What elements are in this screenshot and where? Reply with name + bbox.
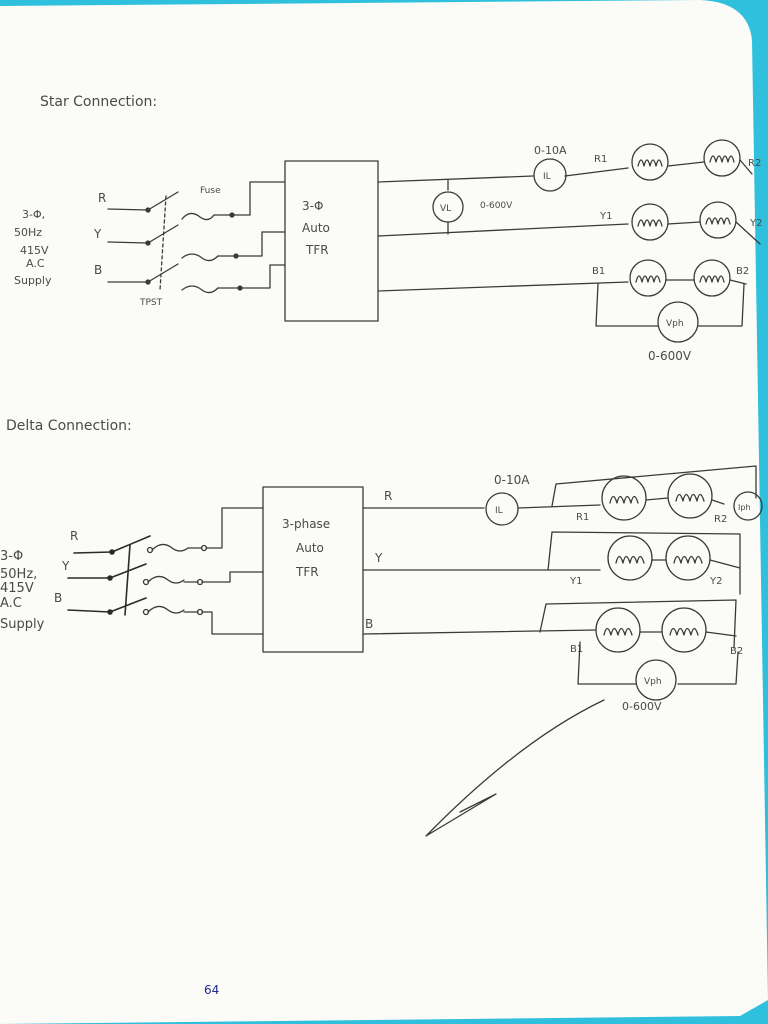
star-heading: Star Connection: — [40, 94, 157, 110]
delta-lamp-bank — [539, 465, 757, 653]
delta-load-r1: R1 — [576, 512, 589, 523]
delta-output-lines — [362, 504, 601, 635]
delta-supply-line-4: A.C — [0, 596, 22, 611]
delta-phase-voltmeter-loop — [577, 641, 739, 701]
delta-phase-labels: R Y B — [54, 529, 78, 605]
star-load-r2: R2 — [748, 158, 761, 169]
star-load-r1: R1 — [594, 154, 607, 165]
delta-supply-line-2: 50Hz, — [0, 567, 37, 582]
star-tpst-switch — [107, 191, 179, 291]
delta-tfr-line-1: 3-phase — [282, 517, 330, 531]
delta-supply-label: 3-Φ 50Hz, 415V A.C Supply — [0, 549, 45, 632]
star-supply-line-1: 3-Φ, — [22, 208, 45, 221]
delta-load-y1: Y1 — [569, 576, 582, 587]
delta-load-b1: B1 — [570, 644, 583, 655]
star-load-b1: B1 — [592, 266, 605, 277]
star-phase-labels: R Y B — [93, 191, 106, 277]
star-auto-transformer — [284, 160, 379, 322]
delta-ammeter-symbol: IL — [495, 506, 503, 516]
star-ammeter-range: 0-10A — [534, 144, 567, 157]
delta-out-r: R — [384, 489, 392, 503]
star-ammeter-symbol: IL — [543, 172, 551, 182]
delta-load-r2: R2 — [714, 514, 727, 525]
star-tfr-line-2: Auto — [302, 221, 330, 235]
delta-load-b2: B2 — [730, 646, 743, 657]
star-leads — [231, 181, 286, 289]
star-load-end-labels: R2 Y2 B2 — [736, 158, 762, 277]
star-phase-y: Y — [93, 227, 102, 241]
delta-ammeter-range: 0-10A — [494, 473, 530, 487]
delta-phase-r: R — [70, 529, 78, 543]
star-supply-line-5: Supply — [14, 274, 52, 287]
star-load-y1: Y1 — [599, 211, 612, 222]
star-transformer-label: 3-Φ Auto TFR — [302, 199, 330, 257]
star-lamp-bank — [629, 139, 761, 297]
delta-load-end-labels: R2 Y2 B2 — [709, 514, 743, 657]
delta-leads — [201, 507, 264, 635]
star-supply-line-2: 50Hz — [14, 226, 42, 239]
delta-transformer-label: 3-phase Auto TFR — [282, 517, 330, 579]
star-fuse-label: Fuse — [200, 186, 221, 196]
delta-out-b: B — [365, 617, 373, 631]
delta-ammeter: IL — [485, 492, 519, 526]
delta-supply-line-1: 3-Φ — [0, 549, 23, 564]
star-load-start-labels: R1 Y1 B1 — [592, 154, 612, 277]
star-phase-voltmeter-symbol: Vph — [666, 319, 684, 329]
delta-phase-ammeter: Iph — [733, 491, 763, 521]
star-phase-voltmeter-loop — [595, 283, 745, 343]
star-load-b2: B2 — [736, 266, 749, 277]
star-tfr-line-3: TFR — [305, 243, 329, 257]
star-tpst-label: TPST — [139, 298, 163, 308]
star-supply-line-3: 415V — [20, 244, 49, 257]
delta-phase-ammeter-symbol: Iph — [738, 503, 751, 512]
delta-out-y: Y — [374, 551, 383, 565]
delta-phase-voltmeter-symbol: Vph — [644, 677, 662, 687]
star-load-y2: Y2 — [749, 218, 762, 229]
delta-load-y2: Y2 — [709, 576, 722, 587]
star-output-lines — [377, 167, 629, 292]
delta-phase-y: Y — [61, 559, 70, 573]
star-voltmeter-range: 0-600V — [480, 201, 513, 211]
star-voltmeter-symbol: VL — [440, 204, 451, 214]
star-supply-label: 3-Φ, 50Hz 415V A.C Supply — [14, 208, 52, 287]
star-supply-line-4: A.C — [26, 257, 45, 270]
delta-phase-b: B — [54, 591, 62, 605]
star-line-voltmeter: VL — [432, 191, 464, 223]
delta-load-start-labels: R1 Y1 B1 — [569, 512, 589, 655]
delta-fuses — [142, 543, 208, 616]
star-phase-voltmeter-range: 0-600V — [648, 349, 692, 363]
delta-tpst-switch — [67, 535, 151, 616]
delta-tfr-line-3: TFR — [295, 565, 319, 579]
delta-supply-line-5: Supply — [0, 617, 45, 632]
delta-heading: Delta Connection: — [6, 418, 132, 434]
delta-supply-line-3: 415V — [0, 581, 34, 596]
closing-pen-stroke — [425, 699, 605, 837]
page-number: 64 — [204, 983, 219, 997]
star-phase-r: R — [98, 191, 106, 205]
star-tfr-line-1: 3-Φ — [302, 199, 323, 213]
delta-out-phase-labels: R Y B — [365, 489, 392, 631]
star-phase-b: B — [94, 263, 102, 277]
delta-phase-voltmeter-range: 0-600V — [622, 700, 662, 713]
star-ammeter: IL — [533, 158, 567, 192]
delta-tfr-line-2: Auto — [296, 541, 324, 555]
